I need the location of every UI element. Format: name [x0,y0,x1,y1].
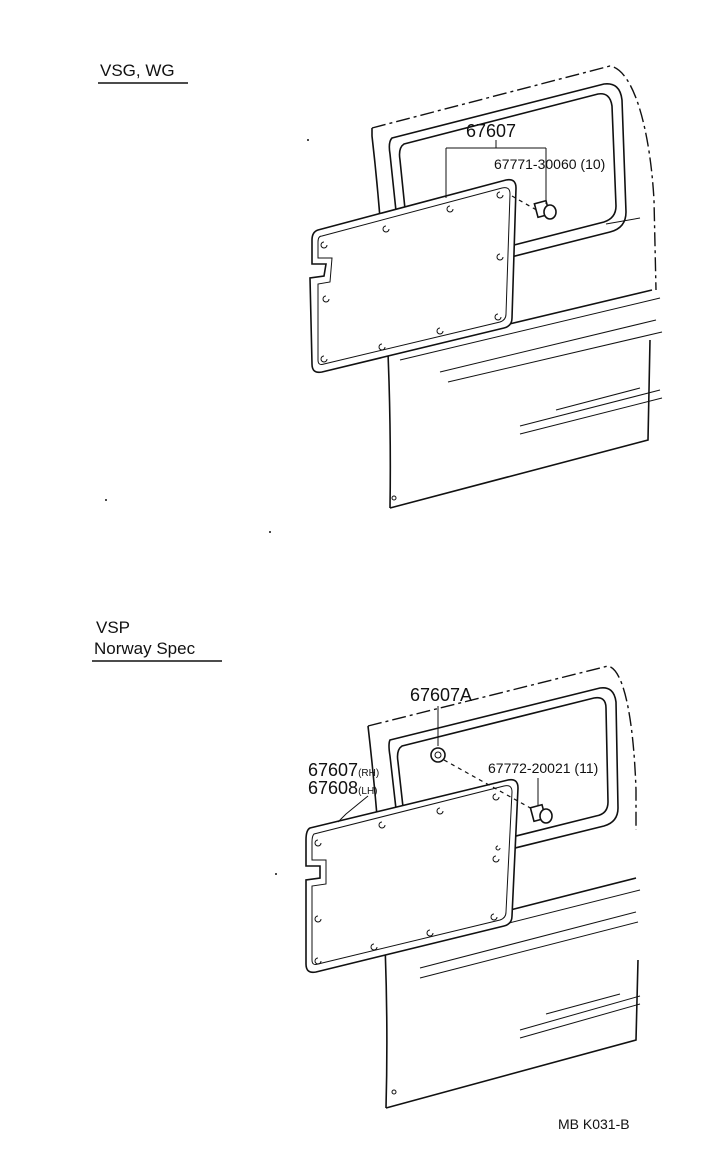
top-door-shell [371,65,663,509]
bottom-label-rh-num: 67607 [308,760,358,780]
bottom-label-lh-num: 67608 [308,778,358,798]
top-clip [511,195,557,220]
top-label-clip: 67771-30060 (10) [494,156,605,172]
footer-code: MB K031-B [558,1116,630,1132]
bottom-trim-panel [305,778,519,974]
bottom-heading-line1: VSP [96,618,130,637]
bottom-label-clip: 67772-20021 (11) [488,760,598,776]
top-section: VSG, WG [98,61,663,509]
bottom-clip [529,778,553,824]
top-leaders [445,140,547,204]
top-heading: VSG, WG [100,61,175,80]
bottom-label-lh: 67608(LH) [308,778,378,798]
top-trim-panel [309,178,517,374]
bottom-section: VSP Norway Spec [92,618,641,1109]
bottom-label-panel-a: 67607A [410,685,472,705]
top-label-panel: 67607 [466,121,516,141]
bottom-fastener-a [430,706,535,811]
bottom-heading-line2: Norway Spec [94,639,196,658]
bottom-label-lh-suffix: (LH) [358,786,377,797]
bottom-label-rh-suffix: (RH) [358,768,379,779]
bottom-label-rh: 67607(RH) [308,760,379,780]
